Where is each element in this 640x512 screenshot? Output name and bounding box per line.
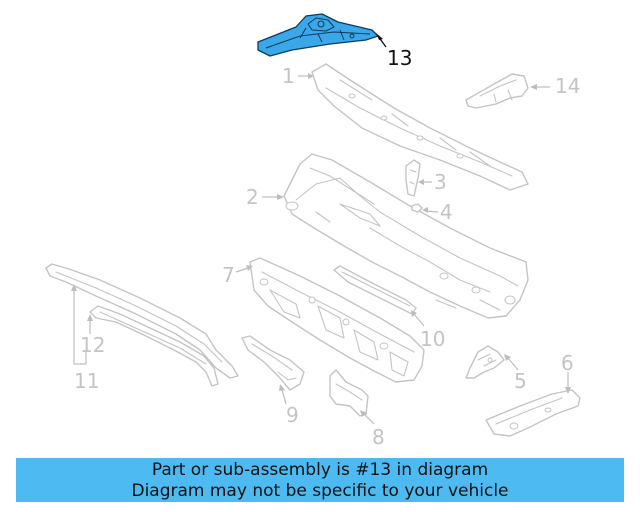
part-4[interactable] [411,203,423,213]
part-11[interactable] [45,263,239,379]
callout-6[interactable]: 6 [561,351,574,375]
callout-12[interactable]: 12 [80,333,105,357]
leader-12 [87,314,93,334]
part-7[interactable] [249,257,425,383]
banner-line-1: Part or sub-assembly is #13 in diagram [151,460,489,480]
part-2[interactable] [283,153,529,319]
leader-2 [262,194,284,200]
part-9[interactable] [241,335,305,391]
banner-line-2: Diagram may not be specific to your vehi… [131,481,509,501]
callout-7[interactable]: 7 [222,263,235,287]
part-13-highlighted[interactable] [257,13,379,57]
part-8[interactable] [329,369,369,417]
callout-9[interactable]: 9 [286,403,299,427]
callout-1[interactable]: 1 [282,64,295,88]
leader-11 [71,284,87,365]
part-1[interactable] [311,63,529,191]
callout-14[interactable]: 14 [555,74,580,98]
part-6[interactable] [485,389,581,437]
callout-4[interactable]: 4 [440,200,453,224]
callout-13[interactable]: 13 [387,46,412,70]
leader-1 [298,73,314,79]
callout-3[interactable]: 3 [434,170,447,194]
callout-11[interactable]: 11 [74,369,99,393]
leader-14 [530,84,550,90]
leader-13 [376,33,387,48]
part-14[interactable] [465,73,529,109]
part-3[interactable] [405,159,421,197]
leader-10 [411,310,425,327]
callout-10[interactable]: 10 [420,327,445,351]
callout-5[interactable]: 5 [514,369,527,393]
callout-8[interactable]: 8 [372,425,385,449]
leader-6 [565,372,571,394]
leader-5 [504,354,519,371]
leader-7 [235,265,253,273]
leader-4 [422,207,439,213]
leader-8 [360,410,375,425]
callout-2[interactable]: 2 [246,185,259,209]
info-banner: Part or sub-assembly is #13 in diagram D… [16,458,624,502]
leader-9 [279,384,287,405]
part-12[interactable] [89,305,219,387]
part-10[interactable] [333,265,417,315]
leader-3 [418,179,432,185]
part-5[interactable] [465,345,505,379]
